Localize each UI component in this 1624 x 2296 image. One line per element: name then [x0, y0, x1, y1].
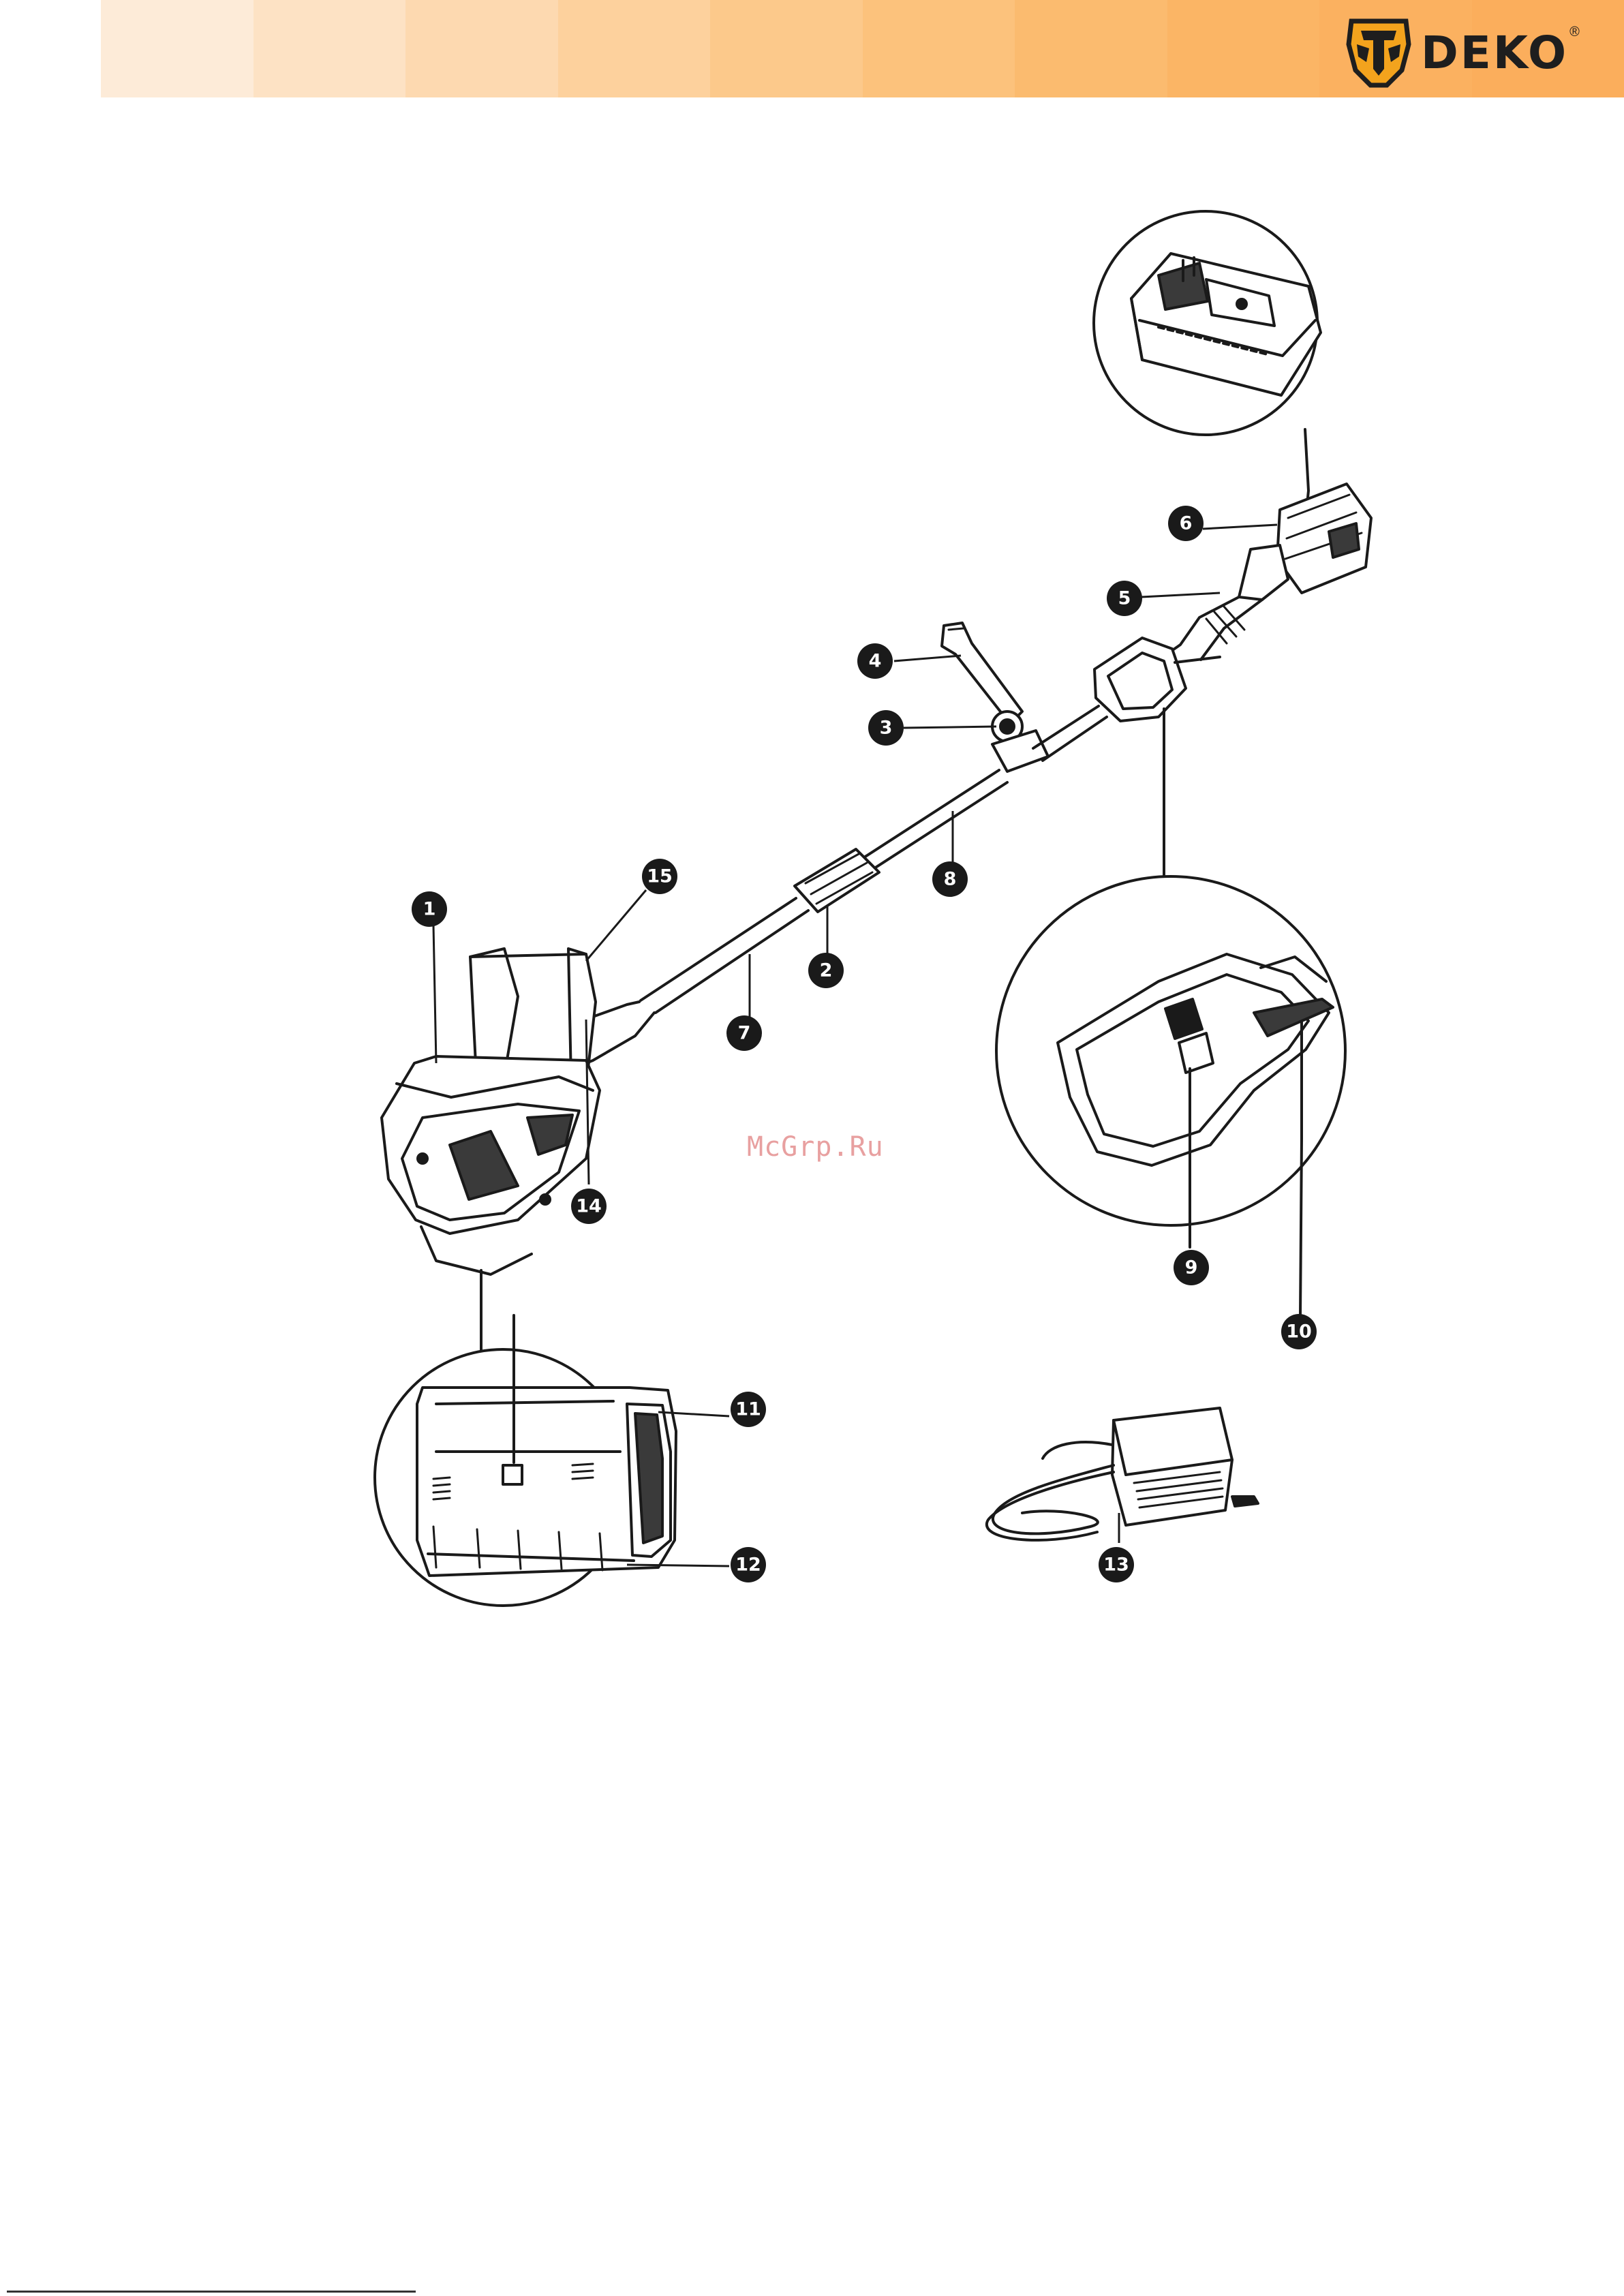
callout-3-leader	[904, 726, 996, 728]
svg-text:3: 3	[880, 718, 893, 739]
svg-text:7: 7	[738, 1023, 751, 1044]
callout-1-leader	[433, 925, 436, 1063]
svg-text:1: 1	[423, 899, 436, 920]
svg-text:13: 13	[1103, 1555, 1129, 1576]
handle-assembly	[1094, 545, 1288, 721]
callout-8: 8	[932, 861, 968, 897]
blower-head	[382, 949, 654, 1274]
svg-text:4: 4	[869, 651, 882, 672]
svg-text:2: 2	[820, 960, 833, 981]
svg-text:14: 14	[576, 1196, 602, 1217]
battery-leader-line	[1305, 429, 1308, 504]
callout-4: 4	[857, 643, 893, 679]
callout-1: 1	[412, 891, 447, 927]
battery-charger	[987, 1408, 1258, 1540]
callout-6: 6	[1168, 506, 1204, 541]
footnote-divider	[7, 2291, 416, 2293]
callout-15-leader	[586, 890, 646, 961]
shaft-coupling-grip	[795, 849, 879, 912]
callout-7: 7	[726, 1015, 762, 1051]
callout-9: 9	[1174, 1250, 1209, 1285]
callout-10: 10	[1281, 1314, 1317, 1349]
watermark-text: McGrp.Ru	[747, 1131, 884, 1163]
callout-5: 5	[1107, 581, 1142, 616]
svg-text:5: 5	[1118, 588, 1131, 609]
svg-text:10: 10	[1286, 1321, 1312, 1343]
svg-text:11: 11	[735, 1399, 761, 1420]
callout-14: 14	[571, 1189, 607, 1224]
callout-6-leader	[1203, 525, 1277, 529]
callout-4-leader	[894, 656, 961, 661]
callout-3: 3	[868, 710, 904, 746]
callout-10-leader	[1300, 1022, 1302, 1315]
svg-text:9: 9	[1185, 1257, 1198, 1279]
callout-13: 13	[1099, 1547, 1134, 1582]
switch-detail	[1058, 954, 1333, 1165]
callout-12: 12	[731, 1547, 766, 1582]
svg-text:6: 6	[1180, 513, 1193, 534]
callout-5-leader	[1142, 593, 1220, 597]
battery-on-tool	[1277, 484, 1371, 593]
svg-text:12: 12	[735, 1555, 761, 1576]
battery-pack-detail	[1131, 254, 1321, 395]
callout-2: 2	[808, 953, 844, 988]
front-detail	[417, 1315, 676, 1576]
lower-shaft	[641, 898, 808, 1013]
callout-11: 11	[731, 1392, 766, 1427]
callout-12-leader	[627, 1565, 729, 1566]
svg-text:8: 8	[944, 869, 957, 890]
callout-15: 15	[642, 859, 677, 894]
svg-text:15: 15	[647, 866, 673, 887]
